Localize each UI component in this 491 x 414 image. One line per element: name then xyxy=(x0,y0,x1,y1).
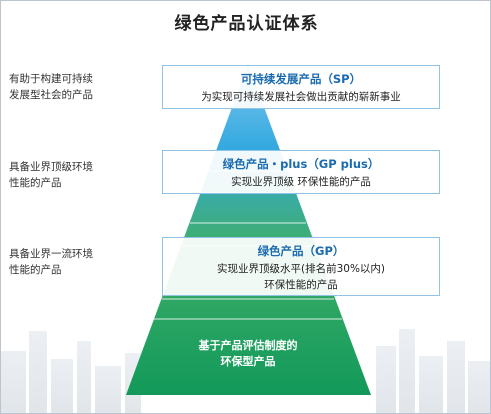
tier-heading: 绿色产品・plus（GP plus） xyxy=(222,157,380,171)
side-label-gp: 具备业界一流环境 性能的产品 xyxy=(9,246,93,278)
pyramid-base-label: 基于产品评估制度的 环保型产品 xyxy=(171,338,325,370)
side-label-line: 具备业界顶级环境 xyxy=(9,161,93,173)
tier-description: 为实现可持续发展社会做出贡献的崭新事业 xyxy=(201,91,401,103)
base-label-line: 基于产品评估制度的 xyxy=(198,339,298,352)
tier-description: 实现业界顶级 环保性能的产品 xyxy=(231,176,371,188)
side-label-line: 性能的产品 xyxy=(9,177,62,189)
tier-heading: 绿色产品（GP） xyxy=(257,244,345,258)
side-label-line: 性能的产品 xyxy=(9,264,62,276)
tier-heading: 可持续发展产品（SP） xyxy=(240,72,362,86)
tier-box-gp-plus: 绿色产品・plus（GP plus） 实现业界顶级 环保性能的产品 xyxy=(162,150,440,194)
tier-description: 实现业界顶级水平(排名前30%以内) xyxy=(216,263,386,275)
side-label-gp-plus: 具备业界顶级环境 性能的产品 xyxy=(9,159,93,191)
side-label-line: 发展型社会的产品 xyxy=(9,89,93,101)
tier-description: 环保性能的产品 xyxy=(264,279,338,291)
tier-box-sp: 可持续发展产品（SP） 为实现可持续发展社会做出贡献的崭新事业 xyxy=(162,65,440,109)
tier-box-gp: 绿色产品（GP） 实现业界顶级水平(排名前30%以内) 环保性能的产品 xyxy=(162,237,440,296)
base-label-line: 环保型产品 xyxy=(220,355,276,368)
side-label-line: 有助于构建可持续 xyxy=(9,73,93,85)
side-label-sp: 有助于构建可持续 发展型社会的产品 xyxy=(9,71,93,103)
pyramid-shape xyxy=(126,64,371,395)
side-label-line: 具备业界一流环境 xyxy=(9,248,93,260)
diagram-title: 绿色产品认证体系 xyxy=(174,14,319,34)
